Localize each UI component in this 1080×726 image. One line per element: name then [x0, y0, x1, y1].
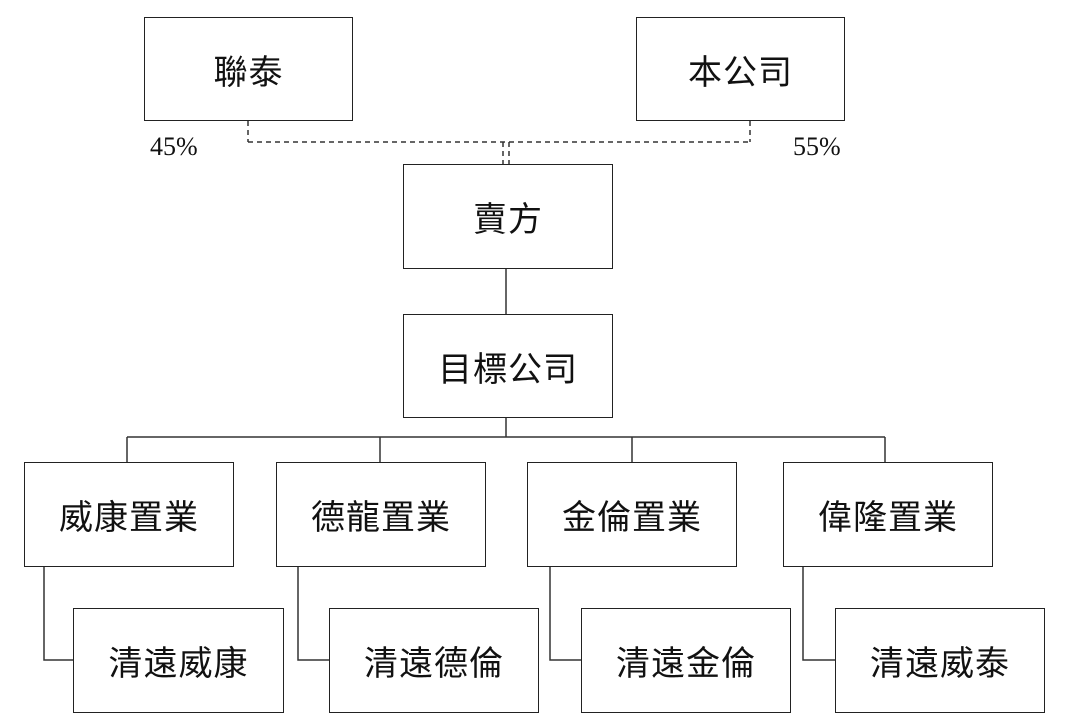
seller-name: 賣方	[473, 200, 543, 240]
shareholder-right-name: 本公司	[688, 52, 793, 93]
child-company-box-3: 清遠金倫	[581, 608, 791, 713]
subsidiary-name-3: 金倫置業	[562, 498, 702, 538]
subsidiary-box-3: 金倫置業	[527, 462, 737, 567]
child-company-box-4: 清遠威泰	[835, 608, 1045, 713]
target-company-box: 目標公司	[403, 314, 613, 418]
shareholder-box-right: 本公司	[636, 17, 845, 121]
child-company-name-4: 清遠威泰	[870, 644, 1010, 684]
shareholder-box-left: 聯泰	[144, 17, 353, 121]
seller-box: 賣方	[403, 164, 613, 269]
shareholder-right-share: 55%	[793, 132, 841, 161]
subsidiary-name-2: 德龍置業	[311, 498, 451, 538]
subsidiary-name-1: 威康置業	[59, 498, 199, 538]
child-company-name-2: 清遠德倫	[364, 644, 504, 684]
child-company-box-2: 清遠德倫	[329, 608, 539, 713]
subsidiary-name-4: 偉隆置業	[818, 498, 958, 538]
subsidiary-box-2: 德龍置業	[276, 462, 486, 567]
child-company-name-1: 清遠威康	[108, 644, 249, 684]
target-company-name: 目標公司	[438, 349, 578, 390]
shareholder-left-name: 聯泰	[213, 52, 284, 93]
subsidiary-box-1: 威康置業	[24, 462, 234, 567]
ownership-dashed-lines	[247, 121, 751, 164]
hierarchy-solid-lines	[43, 268, 886, 661]
child-company-box-1: 清遠威康	[73, 608, 284, 713]
subsidiary-box-4: 偉隆置業	[783, 462, 993, 567]
child-company-name-3: 清遠金倫	[616, 644, 756, 684]
shareholder-left-share: 45%	[150, 132, 198, 161]
